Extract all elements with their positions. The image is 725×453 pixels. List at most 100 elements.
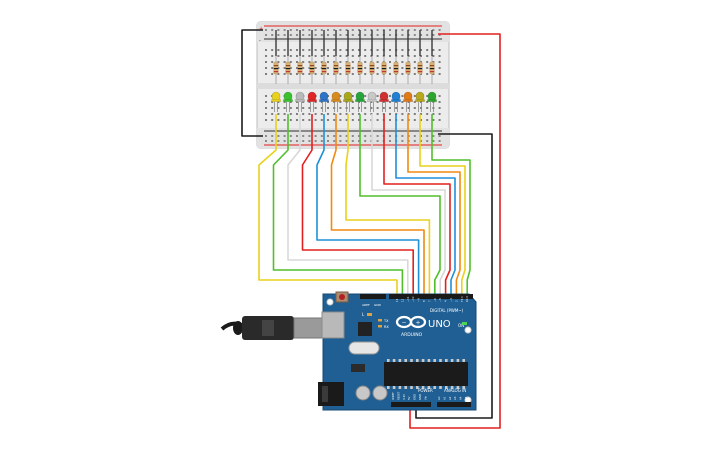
rail-hole [389,34,391,36]
led-rim [295,99,305,102]
terminal-hole [327,107,329,109]
terminal-hole [438,107,441,109]
reset-button-cap[interactable] [339,294,345,300]
terminal-hole [420,107,422,109]
chip-pin [427,386,431,389]
terminal-hole [283,113,286,115]
breadboard: + - [256,21,450,149]
resistor-band [429,68,435,70]
terminal-hole [320,73,323,75]
terminal-hole [320,107,323,109]
terminal-hole [314,55,317,57]
rail-hole [327,135,329,137]
rail-hole [339,29,342,31]
terminal-hole [283,49,286,51]
rail-hole [289,135,292,137]
rail-hole [351,34,354,36]
terminal-hole [265,95,267,97]
terminal-hole [296,73,298,75]
resistor-band [309,71,315,73]
terminal-hole [308,101,311,103]
rail-hole [320,140,323,142]
terminal-hole [339,119,342,121]
rail-hole [314,29,317,31]
analog-pin-label: A1 [442,396,446,400]
terminal-hole [426,67,429,69]
terminal-hole [364,101,367,103]
terminal-hole [302,113,305,115]
rail-hole [358,29,360,31]
resistor-band [393,65,399,67]
chip-pin [433,386,436,389]
terminal-hole [432,49,435,51]
terminal-hole [413,101,416,103]
rail-hole [277,140,280,142]
terminal-hole [376,73,379,75]
rail-hole [283,135,286,137]
terminal-hole [389,101,391,103]
rail-hole [351,29,354,31]
terminal-hole [333,113,336,115]
mounting-hole-right [464,326,472,334]
rail-hole [389,140,391,142]
power-jack [318,382,344,406]
l-led-label: L [362,312,365,317]
usb-plug-grip [262,320,274,336]
terminal-hole [308,119,311,121]
terminal-hole [327,49,329,51]
resistor-band [297,71,303,73]
signal-wire-2 [272,114,404,295]
terminal-hole [327,61,329,63]
terminal-hole [438,49,441,51]
digital-pin-label: ~9 [417,298,421,302]
rail-hole [432,135,435,137]
resistor-band [285,65,291,67]
rail-hole [364,29,367,31]
rail-hole [401,135,404,137]
chip-pin [392,359,396,362]
chip-pin [404,386,407,389]
rail-hole [308,29,311,31]
chip-pin [416,386,419,389]
rail-hole [389,29,391,31]
power-pin-label: GND [418,394,422,400]
rail-hole [320,135,323,137]
terminal-hole [320,113,323,115]
terminal-hole [376,107,379,109]
terminal-hole [351,67,354,69]
power-pin-label: RESET [396,391,400,400]
terminal-hole [289,73,292,75]
terminal-hole [351,61,354,63]
terminal-hole [389,67,391,69]
rail-hole [420,140,422,142]
header-digital [389,294,473,299]
rail-hole [358,140,360,142]
terminal-hole [289,55,292,57]
rail-hole [364,34,367,36]
chip-pin [462,359,465,362]
analog-pin-label: A4 [459,396,463,400]
terminal-hole [420,119,422,121]
rail-hole [420,34,422,36]
rail-hole [277,29,280,31]
signal-wire-10 [383,114,451,295]
led-rim [307,99,317,102]
terminal-hole [308,49,311,51]
signal-wire-8 [359,114,441,295]
terminal-hole [308,73,311,75]
rail-hole [339,34,342,36]
resistor-band [333,68,339,70]
terminal-hole [376,119,379,121]
aref-pin-label: AREF [362,303,370,307]
resistor-band [357,68,363,70]
l-led [367,313,372,316]
terminal-hole [283,55,286,57]
chip-pin [433,359,436,362]
breadboard-center-channel [257,83,449,89]
rail-hole [327,140,329,142]
resistor-band [369,65,375,67]
terminal-hole [438,67,441,69]
terminal-hole [296,67,298,69]
